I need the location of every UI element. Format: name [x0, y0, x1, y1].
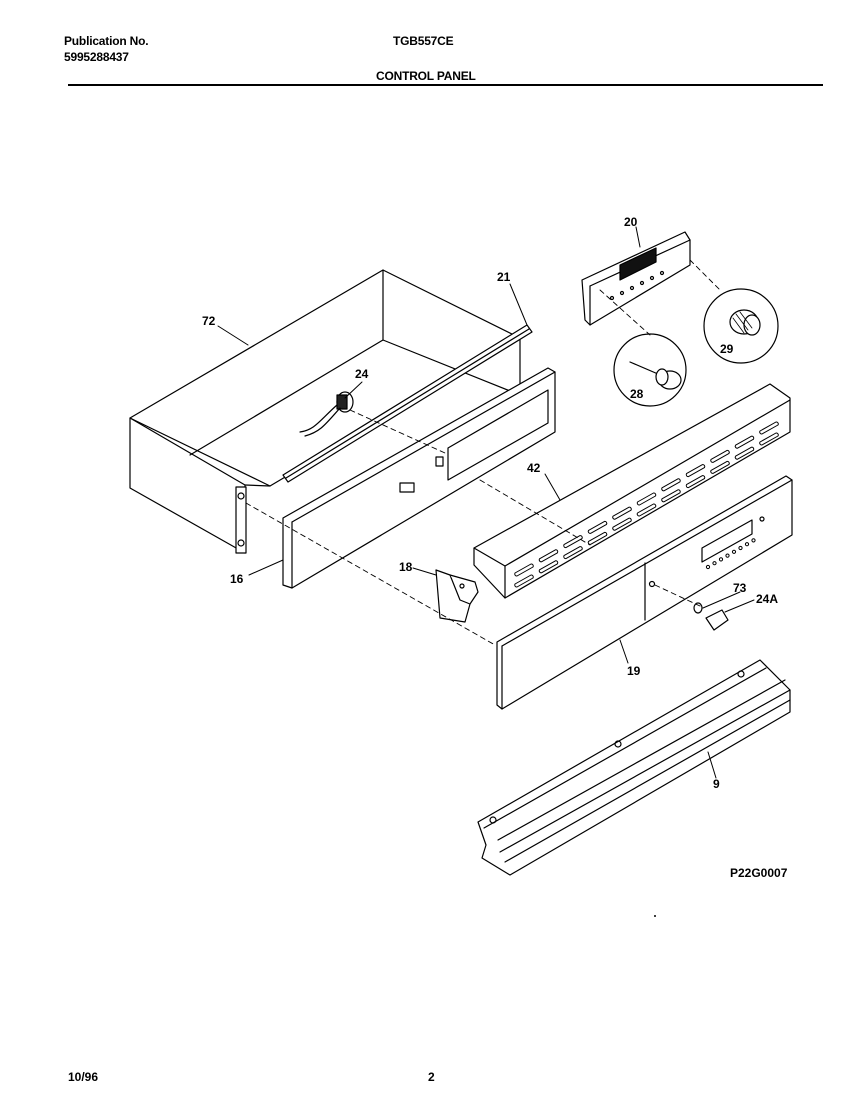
- callout-labels: 72 21 24 20 29 28 42 16 18 73 24A 19 9 P…: [202, 215, 788, 880]
- speck: [654, 915, 656, 917]
- vent-slot: [514, 563, 534, 577]
- page-number: 2: [428, 1070, 435, 1084]
- vent-slot: [587, 520, 608, 534]
- part-73-nut: [693, 602, 703, 614]
- header-rule: [68, 84, 823, 86]
- part-28-detail: [613, 333, 687, 407]
- keypad-button: [751, 538, 756, 543]
- part-24a-knob: [705, 609, 729, 631]
- model-number: TGB557CE: [393, 34, 454, 48]
- callout-18: 18: [399, 560, 413, 574]
- callout-24: 24: [355, 367, 369, 381]
- assembly-lines: [245, 259, 721, 646]
- callout-9: 9: [713, 777, 720, 791]
- callout-28: 28: [630, 387, 644, 401]
- figure-code: P22G0007: [730, 866, 788, 880]
- leader-lines: [217, 226, 755, 779]
- vent-slot: [685, 475, 706, 489]
- vent-slot: [612, 506, 632, 520]
- keypad-button: [725, 553, 730, 558]
- callout-42: 42: [527, 461, 541, 475]
- publication-label: Publication No.: [64, 34, 149, 48]
- callout-24a: 24A: [756, 592, 778, 606]
- part-9-lower-rail: [477, 659, 791, 876]
- part-20-control-board: [581, 231, 691, 326]
- part-18-bracket: [435, 569, 479, 623]
- part-24-switch: [299, 391, 354, 437]
- vent-slot: [563, 535, 583, 549]
- keypad-button: [705, 564, 711, 570]
- keypad-button: [738, 545, 743, 551]
- section-title: CONTROL PANEL: [376, 69, 476, 83]
- part-72-housing: [129, 269, 521, 554]
- vent-slot: [514, 574, 534, 588]
- callout-29: 29: [720, 342, 734, 356]
- callout-16: 16: [230, 572, 244, 586]
- callout-19: 19: [627, 664, 641, 678]
- vent-slot: [538, 560, 559, 574]
- vent-slot: [734, 446, 755, 460]
- part-16-panel-plate: [282, 367, 556, 589]
- vent-slot: [759, 432, 779, 446]
- part-29-detail: [703, 288, 779, 364]
- vent-slot: [734, 435, 755, 449]
- keypad-button: [744, 542, 750, 547]
- callout-21: 21: [497, 270, 511, 284]
- keypad-button: [712, 561, 717, 566]
- vent-slot: [612, 517, 632, 531]
- footer-date: 10/96: [68, 1070, 99, 1084]
- vent-slot: [587, 531, 608, 545]
- vent-slot: [759, 421, 779, 435]
- vent-slot: [563, 546, 583, 560]
- part-19-front-panel: [496, 475, 793, 710]
- vent-slot: [661, 478, 681, 492]
- vent-slot: [710, 449, 730, 463]
- vent-slot: [636, 503, 657, 517]
- vent-slot: [636, 492, 657, 506]
- publication-number: 5995288437: [64, 50, 129, 64]
- keypad-button: [718, 557, 724, 562]
- part-42-vented-trim: [473, 383, 791, 599]
- callout-73: 73: [733, 581, 747, 595]
- vent-slot: [685, 464, 706, 478]
- callout-20: 20: [624, 215, 638, 229]
- callout-72: 72: [202, 314, 216, 328]
- keypad-button: [731, 549, 737, 554]
- part-21-rod: [282, 324, 533, 483]
- vent-slot: [661, 489, 681, 503]
- vent-slot: [538, 549, 559, 563]
- vent-slot: [710, 460, 730, 474]
